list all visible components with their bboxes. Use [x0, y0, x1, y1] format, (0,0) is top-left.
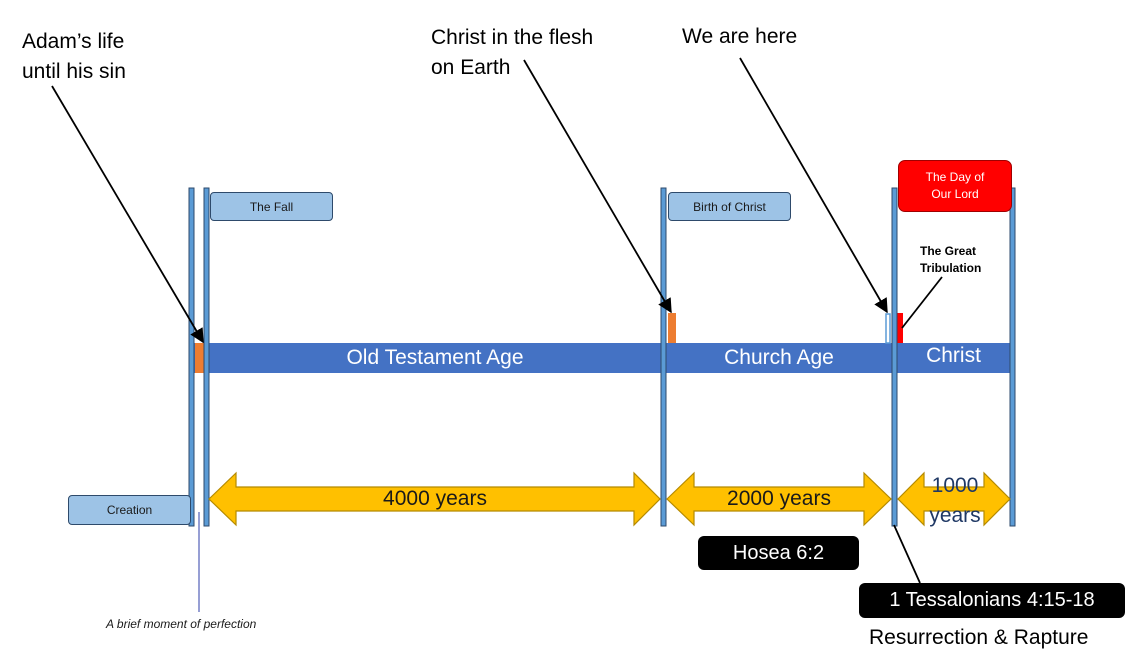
we-are-here-marker: [885, 313, 891, 344]
arrow-4000-years: [208, 471, 661, 527]
tribulation-pointer-line: [901, 276, 943, 329]
hosea-box: Hosea 6:2: [698, 536, 859, 570]
perfection-label: A brief moment of perfection: [106, 617, 257, 631]
arrow-1000-years: [897, 471, 1011, 527]
tribulation-marker: [897, 313, 903, 343]
divider-creation: [188, 187, 195, 527]
divider-fall: [203, 187, 210, 527]
day-of-our-lord-line2: Our Lord: [931, 187, 979, 201]
christ-flesh-pointer-arrow: [523, 59, 672, 314]
adam-label-line1: Adam’s life: [22, 30, 125, 53]
christ-flesh-label-line1: Christ in the flesh: [431, 26, 594, 49]
millennium-years-label-2: years: [929, 504, 981, 527]
divider-birth: [660, 187, 667, 527]
old-testament-age-label: Old Testament Age: [346, 346, 524, 369]
ot-years-label: 4000 years: [383, 487, 487, 510]
day-of-our-lord-box: The Day of Our Lord: [898, 160, 1012, 212]
adam-pointer-arrow: [51, 85, 204, 344]
thess-pointer-line: [893, 524, 921, 584]
christ-flesh-marker: [668, 313, 676, 343]
church-years-label: 2000 years: [727, 487, 831, 510]
christ-flesh-label-line2: on Earth: [431, 56, 511, 79]
we-are-here-label: We are here: [682, 25, 798, 48]
great-tribulation-line1: The Great: [920, 244, 977, 258]
adam-label-line2: until his sin: [22, 60, 126, 83]
we-are-here-pointer-arrow: [739, 57, 888, 314]
great-tribulation-line2: Tribulation: [920, 261, 982, 275]
birth-of-christ-box: Birth of Christ: [668, 192, 791, 221]
divider-end: [1009, 187, 1016, 527]
arrow-2000-years: [666, 471, 892, 527]
adam-marker: [195, 343, 204, 373]
day-of-our-lord-line1: The Day of: [925, 170, 985, 184]
thessalonians-box: 1 Tessalonians 4:15-18: [859, 583, 1125, 618]
millennium-years-label-1: 1000: [931, 474, 979, 497]
the-fall-box: The Fall: [210, 192, 333, 221]
creation-box: Creation: [68, 495, 191, 525]
christ-age-label: Christ: [926, 344, 981, 367]
church-age-label: Church Age: [724, 346, 834, 369]
resurrection-rapture-label: Resurrection & Rapture: [869, 626, 1089, 649]
age-bar: [193, 343, 1013, 373]
